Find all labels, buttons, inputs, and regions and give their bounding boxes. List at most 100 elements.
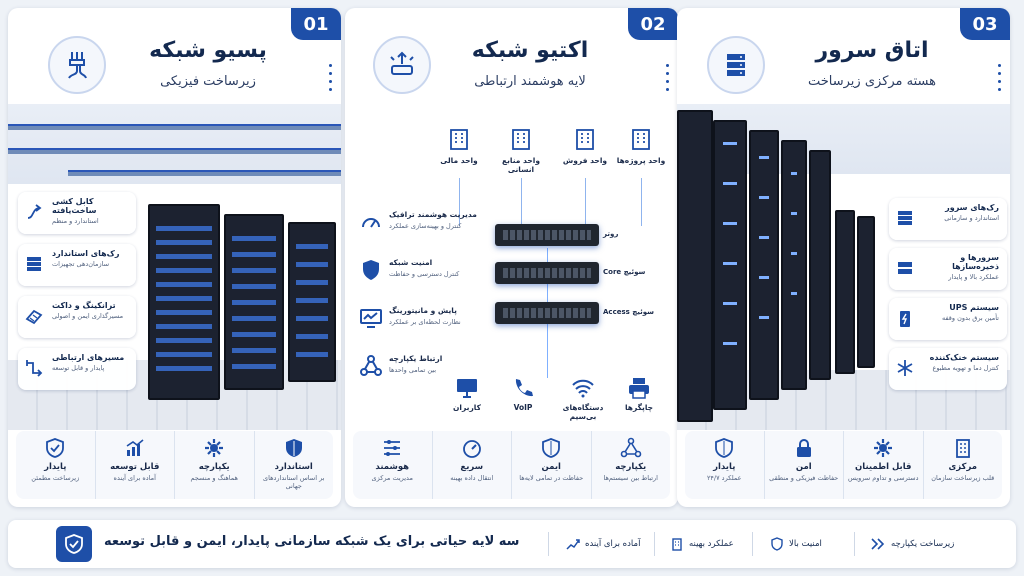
server-rack (288, 222, 336, 382)
router-icon (373, 36, 431, 94)
bottom-title: قابل توسعه (110, 462, 160, 472)
speedometer-icon (461, 437, 483, 459)
shield-icon (771, 537, 783, 551)
bottom-item: سریع انتقال داده بهینه (431, 431, 512, 499)
shield-check-icon (44, 437, 66, 459)
footer-item-label: آماده برای آینده (585, 539, 641, 549)
gauge-icon (359, 210, 383, 234)
panel-subtitle: هسته مرکزی زیرساخت (807, 74, 936, 89)
endpoint-item: چاپگرها (613, 376, 665, 412)
bottom-title: یکپارچه (198, 462, 230, 472)
wifi-icon (571, 376, 595, 400)
feature-desc: استاندارد و سازمانی (944, 214, 999, 222)
feature-desc: پایدار و قابل توسعه (52, 364, 105, 372)
router-device (495, 224, 599, 246)
feature-desc: سازمان‌دهی تجهیزات (52, 260, 110, 268)
endpoint-item: کاربران (441, 376, 493, 412)
panel-number: 01 (291, 8, 341, 40)
bottom-desc: انتقال داده بهینه (450, 474, 494, 482)
shield-icon (56, 526, 92, 562)
bottom-title: امن (795, 462, 812, 472)
feature-card: سیستم خنک‌کننده کنترل دما و تهویه مطبوع (889, 348, 1007, 390)
panel-title: اتاق سرور (815, 38, 929, 63)
footer-tagline: سه لایه حیاتی برای یک شبکه سازمانی پایدا… (104, 534, 520, 549)
cable-icon (48, 36, 106, 94)
cable-icon (24, 202, 44, 222)
puzzle-icon (203, 437, 225, 459)
department-item: واحد فروش (555, 126, 615, 165)
shield-icon (359, 258, 383, 282)
endpoint-title: کاربران (453, 403, 481, 412)
bottom-desc: قلب زیرساخت سازمان (931, 474, 995, 482)
feature-desc: استاندارد و منظم (52, 217, 99, 225)
route-icon (24, 358, 44, 378)
bottom-desc: ارتباط بین سیستم‌ها (603, 474, 658, 482)
decor-dots (998, 64, 1002, 96)
panel-passive-network: 01 پسیو شبکه زیرساخت فیزیکی کابل کشی (8, 8, 341, 507)
building-icon (628, 126, 654, 152)
panel-server-room: 03 اتاق سرور هسته مرکزی زیرساخت رک‌های س… (677, 8, 1010, 507)
footer-bar: سه لایه حیاتی برای یک شبکه سازمانی پایدا… (8, 520, 1016, 568)
feature-title: رک‌های سرور (945, 203, 999, 212)
footer-item-label: عملکرد بهینه (689, 539, 734, 549)
bottom-title: سریع (460, 462, 484, 472)
snowflake-icon (895, 358, 915, 378)
printer-icon (627, 376, 651, 400)
bottom-desc: مدیریت مرکزی (371, 474, 413, 482)
panel-title: اکتیو شبکه (471, 38, 589, 63)
panel-bottom-row: هوشمند مدیریت مرکزی سریع انتقال داده بهی… (353, 431, 670, 499)
department-title: واحد فروش (562, 156, 608, 165)
footer-item-label: امنیت بالا (789, 539, 822, 549)
department-title: واحد منابع انسانی (501, 156, 541, 174)
computer-icon (455, 376, 479, 400)
storage-icon (895, 258, 915, 278)
feature-desc: تأمین برق بدون وقفه (942, 314, 999, 322)
feature-title: مسیرهای ارتباطی (52, 353, 125, 362)
decor-dots (329, 64, 333, 96)
panel-subtitle: لایه هوشمند ارتباطی (474, 74, 586, 89)
server-rack (224, 214, 284, 390)
feature-title: ترانکینگ و داکت (52, 301, 116, 310)
department-item: واحد پروژه‌ها (611, 126, 671, 165)
feature-title: سیستم UPS (949, 303, 999, 312)
endpoint-title: VoIP (513, 403, 533, 412)
panel-number: 02 (628, 8, 678, 40)
bottom-item: یکپارچه ارتباط بین سیستم‌ها (590, 431, 671, 499)
feature-title: سیستم خنک‌کننده (929, 353, 999, 362)
management-title: مدیریت هوشمند ترافیک (389, 210, 477, 219)
management-title: امنیت شبکه (389, 258, 433, 267)
management-item: امنیت شبکه کنترل دسترسی و حفاظت (359, 254, 487, 290)
bottom-item: قابل اطمینان دسترسی و تداوم سرویس (843, 431, 923, 499)
feature-desc: مسیرگذاری ایمن و اصولی (52, 312, 124, 320)
feature-title: رک‌های استاندارد (52, 249, 120, 258)
bottom-item: استاندارد بر اساس استانداردهای جهانی (253, 431, 334, 499)
building-icon (572, 126, 598, 152)
bottom-desc: بر اساس استانداردهای جهانی (263, 474, 325, 490)
server-room-photo (677, 104, 1010, 430)
department-title: واحد پروژه‌ها (616, 156, 666, 165)
shield-icon (540, 437, 562, 459)
bottom-title: هوشمند (375, 462, 410, 472)
bottom-desc: عملکرد ۲۴/۷ (706, 474, 742, 482)
bottom-desc: هماهنگ و منسجم (190, 474, 238, 482)
device-label: سوئیچ Core (603, 268, 646, 276)
feature-card: ترانکینگ و داکت مسیرگذاری ایمن و اصولی (18, 296, 136, 338)
panel-title: پسیو شبکه (149, 38, 267, 63)
server-rack-icon (895, 208, 915, 228)
bottom-item: قابل توسعه آماده برای آینده (94, 431, 175, 499)
management-desc: کنترل دسترسی و حفاظت (389, 270, 460, 278)
bottom-title: پایدار (44, 462, 67, 472)
bottom-desc: دسترسی و تداوم سرویس (847, 474, 919, 482)
management-item: ارتباط یکپارچه بین تمامی واحدها (359, 350, 487, 386)
bottom-item: امن حفاظت فیزیکی و منطقی (763, 431, 844, 499)
shield-check-icon (713, 437, 735, 459)
bottom-item: هوشمند مدیریت مرکزی (353, 431, 432, 499)
bottom-title: ایمن (541, 462, 561, 472)
monitor-icon (359, 306, 383, 330)
building-icon (672, 538, 682, 551)
management-title: ارتباط یکپارچه (389, 354, 443, 363)
server-rack (148, 204, 220, 400)
phone-icon (511, 376, 535, 400)
endpoint-item: دستگاه‌های بی‌سیم (557, 376, 609, 421)
trunk-icon (24, 306, 44, 326)
